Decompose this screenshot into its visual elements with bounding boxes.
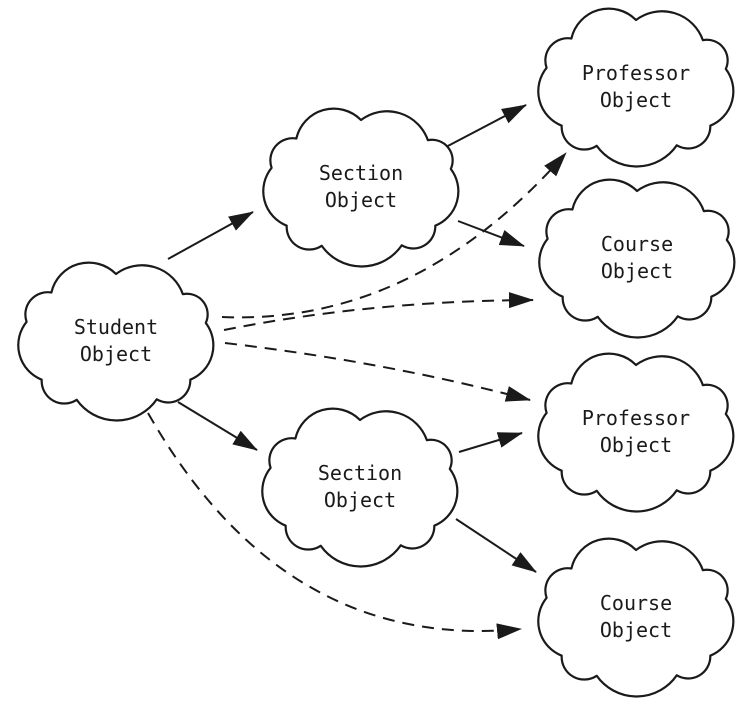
edges-layer (147, 104, 567, 640)
cloud-shape-student (17, 261, 215, 422)
cloud-shape-section-bottom (261, 407, 459, 568)
edge-section-top-to-professor-top (443, 104, 527, 149)
edge-section-bottom-to-professor-bottom (458, 432, 523, 453)
cloud-shape-course-bottom (537, 537, 735, 698)
edge-student-to-section-top (167, 211, 254, 260)
edge-student-to-section-bottom (177, 401, 258, 451)
edge-student-to-professor-bottom (224, 342, 531, 402)
edge-student-to-professor-top (221, 152, 567, 319)
cloud-shape-course-top (538, 178, 736, 339)
cloud-shape-section-top (262, 107, 460, 268)
cloud-shape-professor-top (537, 7, 735, 168)
edge-section-bottom-to-course-bottom (455, 518, 537, 573)
edge-section-top-to-course-top (457, 220, 525, 247)
cloud-shape-professor-bottom (537, 352, 735, 513)
edge-student-to-course-top (223, 292, 534, 331)
